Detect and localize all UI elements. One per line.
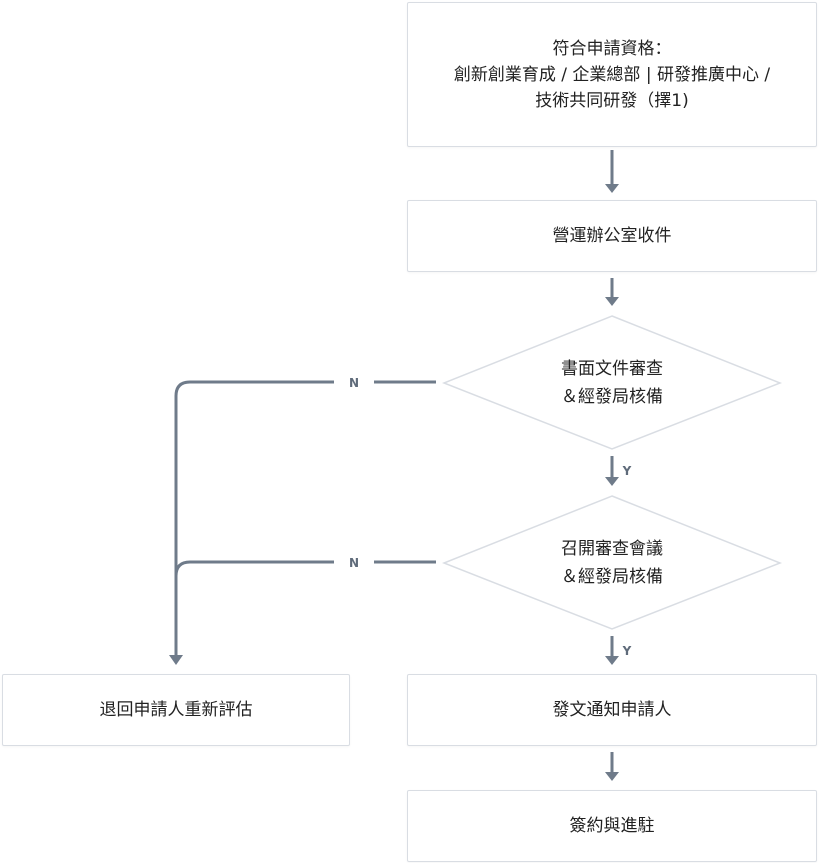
office-receipt-node: 營運辦公室收件 xyxy=(407,200,817,272)
arrow-receipt-to-review xyxy=(605,278,619,306)
document-review-line-1: 書面文件審查 xyxy=(561,359,663,379)
eligibility-node: 符合申請資格： 創新創業育成 / 企業總部 | 研發推廣中心 / 技術共同研發（… xyxy=(407,2,817,147)
review-yes-label: Y xyxy=(622,464,632,478)
review-meeting-line-2: ＆經發局核備 xyxy=(561,567,663,587)
review-meeting-text: 召開審查會議 ＆經發局核備 xyxy=(504,530,720,596)
no-branch-review xyxy=(169,380,436,665)
notify-applicant-label: 發文通知申請人 xyxy=(552,700,672,720)
eligibility-line-1: 符合申請資格： xyxy=(552,38,672,59)
meeting-no-label: N xyxy=(349,556,359,570)
eligibility-line-2: 創新創業育成 / 企業總部 | 研發推廣中心 / xyxy=(453,64,771,85)
eligibility-line-3: 技術共同研發（擇1) xyxy=(535,90,689,111)
sign-and-move-in-label: 簽約與進駐 xyxy=(569,816,655,836)
meeting-yes-label: Y xyxy=(622,644,632,658)
arrow-meeting-to-notify xyxy=(605,636,619,665)
arrow-eligibility-to-receipt xyxy=(605,150,619,193)
arrow-notify-to-sign xyxy=(605,752,619,781)
no-branch-meeting xyxy=(174,560,436,577)
review-no-label: N xyxy=(349,376,359,390)
document-review-line-2: ＆經發局核備 xyxy=(561,387,663,407)
notify-applicant-node: 發文通知申請人 xyxy=(407,674,817,746)
document-review-diamond xyxy=(441,315,783,450)
review-meeting-line-1: 召開審查會議 xyxy=(561,539,663,559)
review-meeting-diamond xyxy=(441,495,783,630)
return-applicant-label: 退回申請人重新評估 xyxy=(99,700,253,720)
return-applicant-node: 退回申請人重新評估 xyxy=(2,674,350,746)
office-receipt-label: 營運辦公室收件 xyxy=(552,226,672,246)
document-review-text: 書面文件審查 ＆經發局核備 xyxy=(504,350,720,416)
sign-and-move-in-node: 簽約與進駐 xyxy=(407,790,817,862)
arrow-review-to-meeting xyxy=(605,456,619,486)
